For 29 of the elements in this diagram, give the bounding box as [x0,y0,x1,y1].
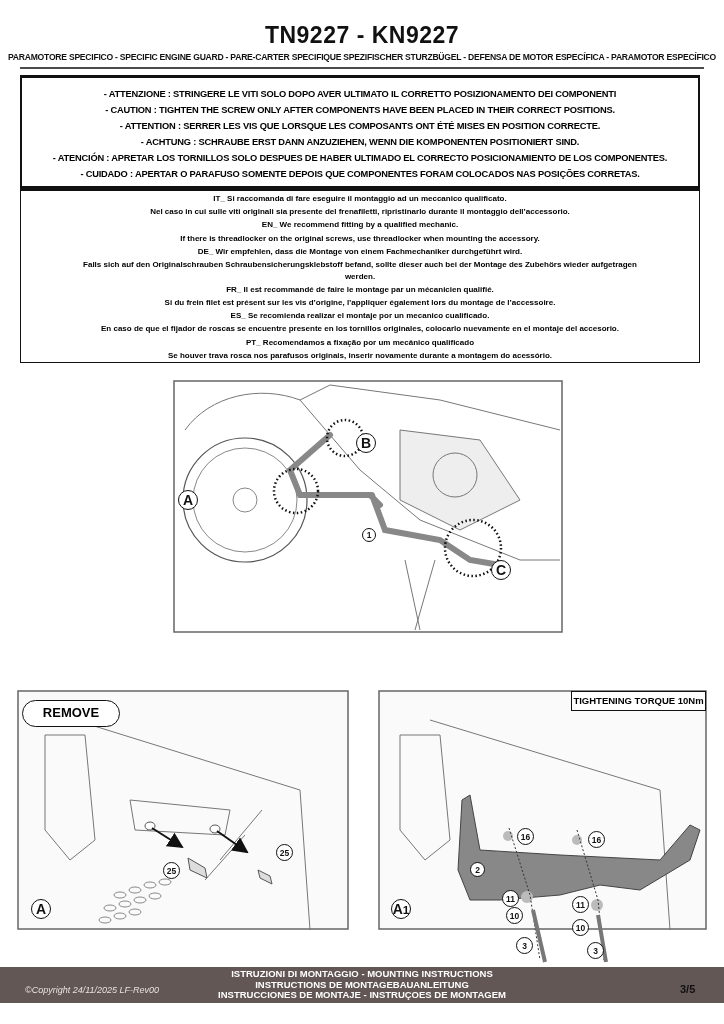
instruction-text: Se houver trava rosca nos parafusos originais, inserir novamente durante a montagem do acessório. [167,349,553,362]
step-tag: REMOVE [22,700,120,727]
instruction-text: DE_ Wir empfehlen, dass die Montage von einem Fachmechaniker durchgeführt wird. [197,245,523,258]
instruction-text: ES_ Se recomienda realizar el montaje por un mecanico cualificado. [230,310,490,322]
instruction-text: IT_ Si raccomanda di fare eseguire il montaggio ad un meccanico qualificato. [213,193,507,205]
warning-text: - CUIDADO : APERTAR O PARAFUSO SOMENTE DEPOIS QUE COMPONENTES FORAM COLOCADOS NAS POSIÇÕES CORRETAS. [80,168,640,181]
instruction-text: FR_ Il est recommandé de faire le montage par un mécanicien qualifié. [226,283,494,296]
subtitle: PARAMOTORE SPECIFICO - SPECIFIC ENGINE GUARD - PARE-CARTER SPECIFIQUE SPEZIFISCHER STURZBÜGEL - DEFENSA DE MOTOR ESPECÍFICA - PARAMOTOR ESPECÍFICO [7,52,717,62]
callout-number: 3 [587,942,604,959]
instruction-text: EN_ We recommend fitting by a qualified mechanic. [261,219,459,231]
warning-text: - ATTENTION : SERRER LES VIS QUE LORSQUE LES COMPOSANTS ONT ÉTÉ MISES EN POSITION CORRECTE. [119,120,601,133]
instruction-text: PT_ Recomendamos a fixação por um mecânico qualificado [245,336,475,348]
instruction-text: If there is threadlocker on the original screws, use threadlocker when mounting the accessory. [180,232,540,245]
warning-text: - ACHTUNG : SCHRAUBE ERST DANN ANZUZIEHEN, WENN DIE KOMPONENTEN POSITIONIERT SIND. [140,136,580,149]
instruction-text: Falls sich auf den Originalschrauben Schraubensicherungsklebstoff befand, sollte dieser auch bei der Montage des Zubehörs wieder aufgetragen werden. [82,259,638,282]
warning-text: - ATTENZIONE : STRINGERE LE VITI SOLO DOPO AVER ULTIMATO IL CORRETTO POSIZIONAMENTO DEI COMPONENTI [103,88,617,101]
instruction-text: Nel caso in cui sulle viti originali sia presente del frenafiletti, ripristinarlo durante il montaggio dell’accessorio. [150,206,570,218]
instruction-text: Si du frein filet est présent sur les vis d’origine, l’appliquer également lors du montage de l’accessoire. [164,296,556,309]
callout-number: 3 [516,937,533,954]
instruction-text: En caso de que el fijador de roscas se encuentre presente en los tornillos originales, colocarlo nuevamente en el montaje del accesorio. [101,323,619,335]
page-number: 3/5 [680,983,696,995]
footer-heading: INSTRUCCIONES DE MONTAJE - INSTRUÇOES DE MONTAGEM [217,990,507,1000]
footer-heading: INSTRUCTIONS DE MONTAGEBAUANLEITUNG [254,979,470,990]
footer-heading: ISTRUZIONI DI MONTAGGIO - MOUNTING INSTRUCTIONS [230,969,494,979]
warning-text: - ATENCIÓN : APRETAR LOS TORNILLOS SOLO DESPUES DE HABER ULTIMADO EL CORRECTO POSICIONAMIENTO DE LOS COMPONENTES. [52,151,668,165]
torque-note: TIGHTENING TORQUE 10Nm [571,691,706,711]
title: TN9227 - KN9227 [263,22,461,49]
warning-text: - CAUTION : TIGHTEN THE SCREW ONLY AFTER COMPONENTS HAVE BEEN PLACED IN THEIR CORRECT POSITIONS. [105,104,615,117]
copyright-text: ©Copyright 24/11/2025 LF-Rev00 [25,985,160,995]
